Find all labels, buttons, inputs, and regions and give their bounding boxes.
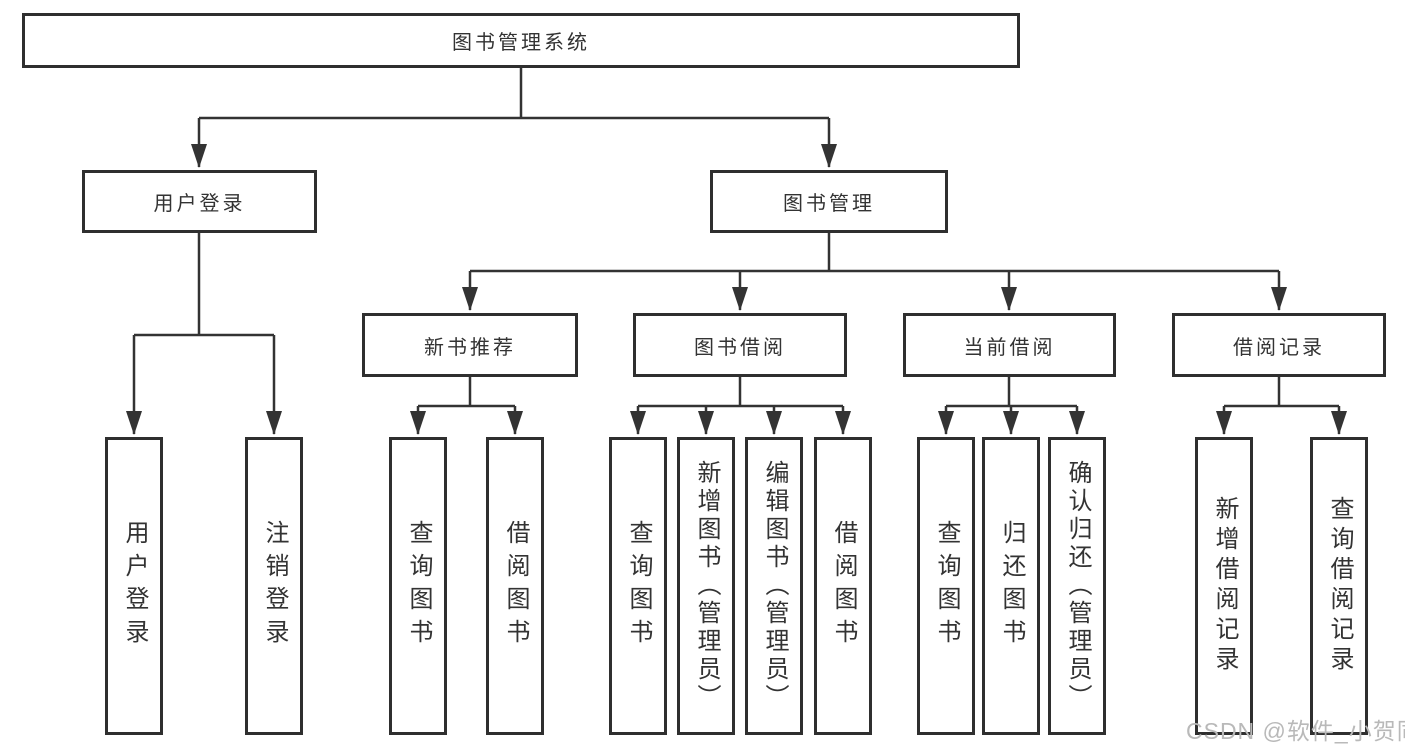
leaf-query-borrow-record: 查询借阅记录 — [1310, 437, 1368, 735]
watermark: CSDN @软件_小贺同学 — [1186, 718, 1405, 744]
leaf-add-borrow-record: 新增借阅记录 — [1195, 437, 1253, 735]
leaf-user-login: 用户登录 — [105, 437, 163, 735]
node-book-borrowing: 图书借阅 — [633, 313, 847, 377]
node-new-book-recommendation: 新书推荐 — [362, 313, 578, 377]
leaf-add-books-admin: 新增图书（管理员） — [677, 437, 735, 735]
leaf-logout-login: 注销登录 — [245, 437, 303, 735]
leaf-borrow-books: 借阅图书 — [814, 437, 872, 735]
node-user-login: 用户登录 — [82, 170, 317, 233]
leaf-edit-books-admin: 编辑图书（管理员） — [745, 437, 803, 735]
node-library-system: 图书管理系统 — [22, 13, 1020, 68]
leaf-confirm-return-admin: 确认归还（管理员） — [1048, 437, 1106, 735]
leaf-query-books-current: 查询图书 — [917, 437, 975, 735]
node-current-borrowing: 当前借阅 — [903, 313, 1116, 377]
leaf-query-books-borrow: 查询图书 — [609, 437, 667, 735]
node-book-management: 图书管理 — [710, 170, 948, 233]
node-borrowing-records: 借阅记录 — [1172, 313, 1386, 377]
leaf-query-books-recommend: 查询图书 — [389, 437, 447, 735]
leaf-return-books: 归还图书 — [982, 437, 1040, 735]
leaf-borrow-books-recommend: 借阅图书 — [486, 437, 544, 735]
